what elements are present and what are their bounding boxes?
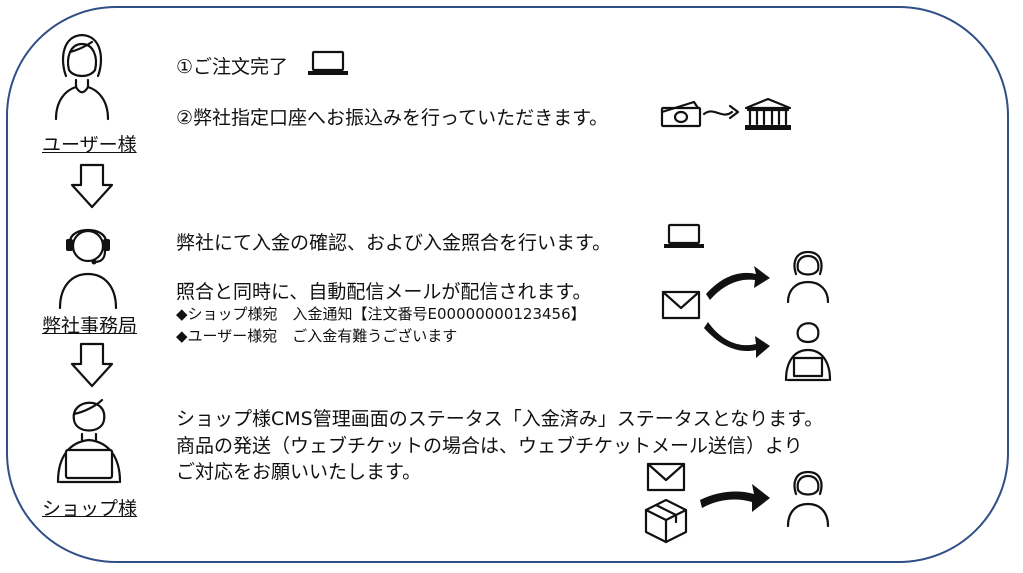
headset-operator-icon	[58, 229, 118, 310]
actor-label-office: 弊社事務局	[42, 315, 138, 337]
mail-to-user: ◆ユーザー様宛 ご入金有難うございます	[176, 327, 458, 345]
down-arrow-icon	[70, 342, 114, 388]
cash-icon	[660, 100, 702, 128]
envelope-icon	[661, 290, 701, 320]
flow-frame	[6, 6, 1009, 563]
bank-icon	[744, 97, 792, 130]
status-line-2: 商品の発送（ウェブチケットの場合は、ウェブチケットメール送信）より	[176, 435, 803, 457]
mail-to-shop: ◆ショップ様宛 入金通知【注文番号E00000000123456】	[176, 305, 586, 323]
woman-user-icon	[54, 33, 110, 121]
laptop-icon	[664, 223, 704, 248]
laptop-worker-icon	[56, 398, 122, 484]
step-order-complete: ①ご注文完了	[176, 56, 289, 78]
money-to-bank-icon	[660, 97, 792, 130]
step-auto-mail: 照合と同時に、自動配信メールが配信されます。	[176, 281, 592, 303]
status-line-1: ショップ様CMS管理画面のステータス「入金済み」ステータスとなります。	[176, 408, 824, 430]
curved-arrow-icon	[706, 266, 770, 300]
laptop-worker-recipient-icon	[784, 322, 832, 382]
actor-label-shop: ショップ様	[42, 498, 138, 520]
arrow-icon	[702, 110, 734, 116]
mail-distribution-graphic	[661, 250, 832, 382]
woman-recipient-icon	[786, 250, 830, 304]
shipping-graphic	[644, 462, 830, 544]
curved-arrow-icon	[700, 484, 770, 512]
step-confirm-payment: 弊社にて入金の確認、および入金照合を行います。	[176, 232, 612, 254]
actor-label-user: ユーザー様	[42, 134, 137, 156]
curved-arrow-icon	[704, 322, 770, 358]
woman-recipient-icon	[786, 470, 830, 528]
status-line-3: ご対応をお願いいたします。	[176, 461, 422, 483]
envelope-icon	[646, 462, 686, 492]
down-arrow-icon	[70, 163, 114, 209]
laptop-icon	[308, 50, 348, 75]
package-box-icon	[644, 498, 688, 544]
step-bank-transfer: ②弊社指定口座へお振込みを行っていただきます。	[176, 107, 609, 129]
